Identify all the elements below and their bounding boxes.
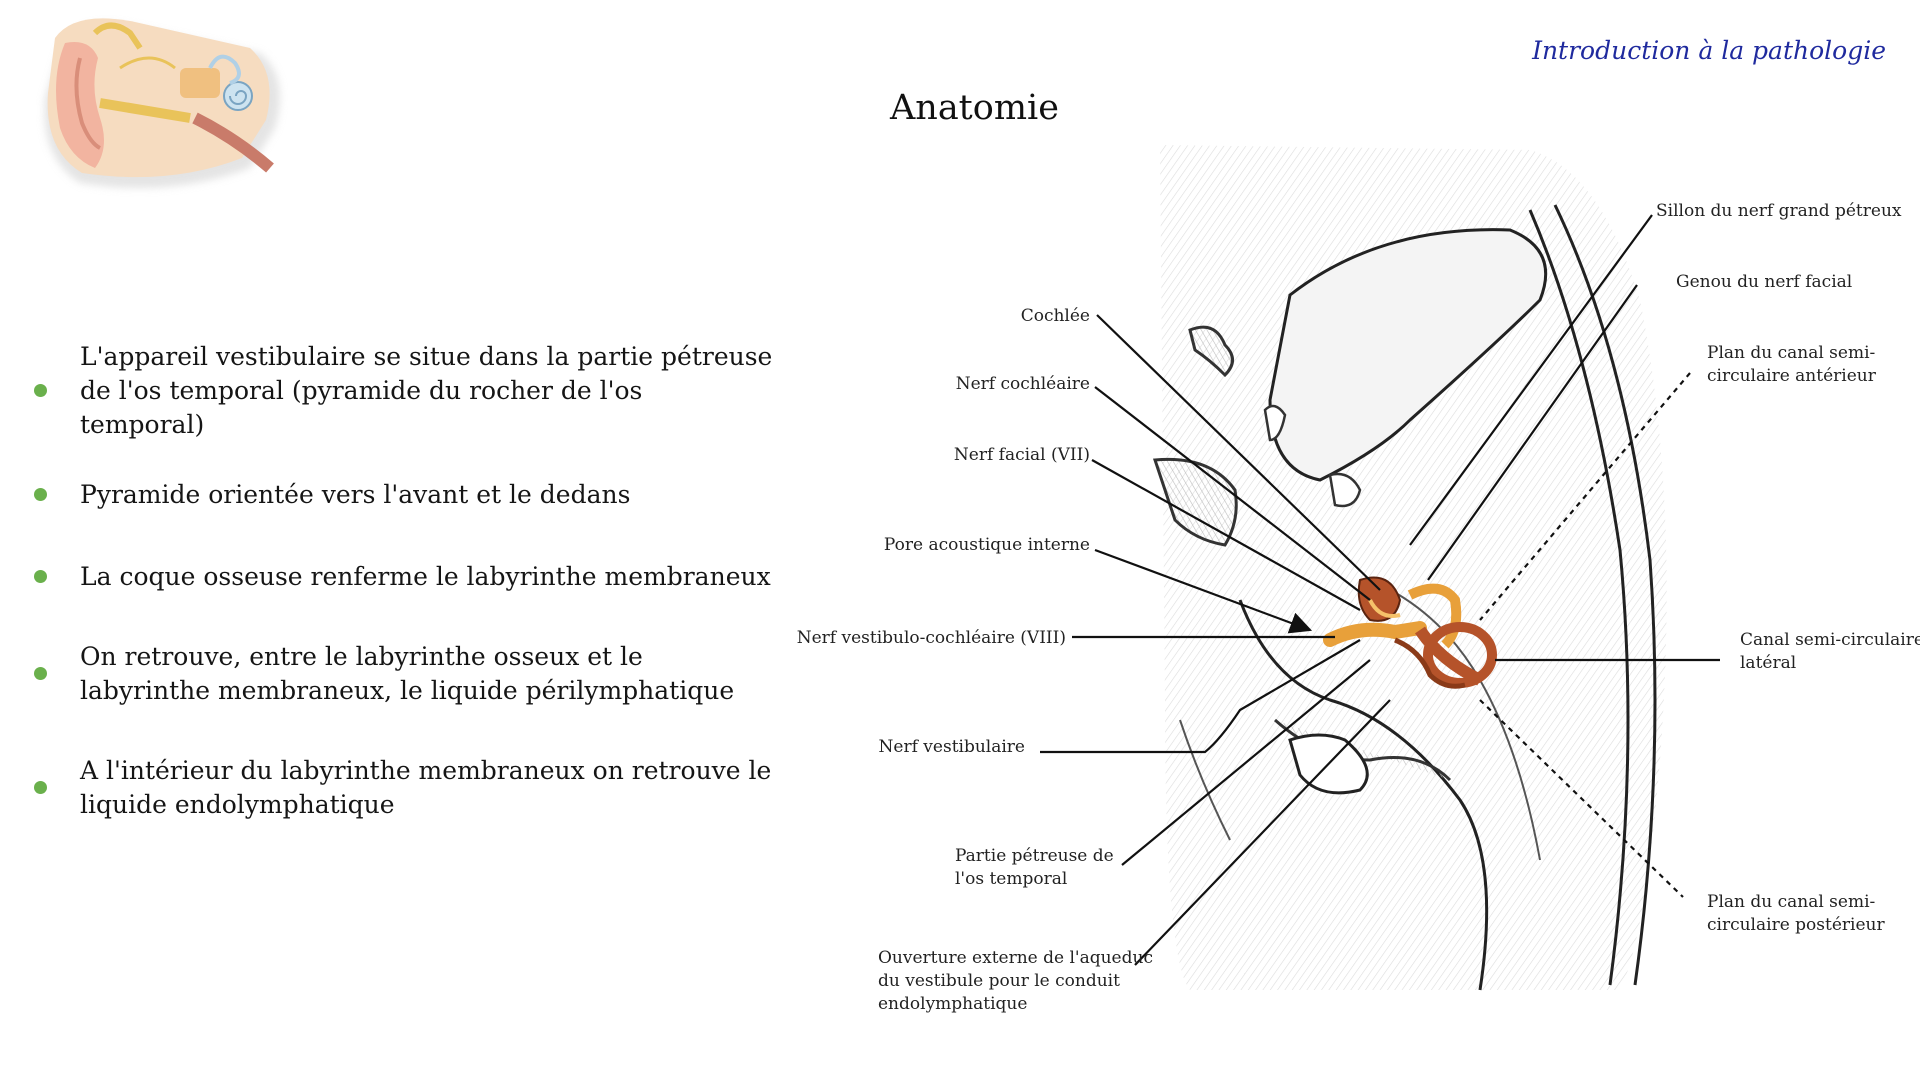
list-item: L'appareil vestibulaire se situe dans la… (34, 340, 774, 442)
label-canal-lateral: Canal semi-circulaire (1740, 630, 1920, 650)
label-sillon: Sillon du nerf grand pétreux (1656, 201, 1902, 221)
bone-sketch (1152, 145, 1667, 991)
label-plan-posterieur: circulaire postérieur (1707, 915, 1885, 935)
bullet-dot-icon (34, 781, 47, 794)
label-nerf-facial: Nerf facial (VII) (954, 445, 1090, 465)
leader-lines (1040, 214, 1720, 966)
label-partie-petreuse: l'os temporal (955, 869, 1067, 889)
labyrinth-illustration (1323, 576, 1497, 689)
label-nerf-vestibulaire: Nerf vestibulaire (879, 737, 1025, 757)
label-nerf-vestibulo-cochleaire: Nerf vestibulo-cochléaire (VIII) (797, 628, 1066, 648)
list-item: A l'intérieur du labyrinthe membraneux o… (34, 754, 774, 822)
label-cochlee: Cochlée (1021, 306, 1090, 326)
label-partie-petreuse: Partie pétreuse de (955, 846, 1114, 866)
ear-anatomy-icon (44, 18, 280, 188)
bullet-text: L'appareil vestibulaire se situe dans la… (80, 342, 773, 439)
label-nerf-cochleaire: Nerf cochléaire (956, 374, 1090, 394)
bullet-dot-icon (34, 384, 47, 397)
bullet-dot-icon (34, 488, 47, 501)
label-plan-anterieur: circulaire antérieur (1707, 366, 1877, 386)
bullet-dot-icon (34, 570, 47, 583)
list-item: Pyramide orientée vers l'avant et le ded… (34, 478, 774, 512)
label-pore-acoustique: Pore acoustique interne (884, 535, 1090, 555)
bullet-list: L'appareil vestibulaire se situe dans la… (34, 340, 774, 822)
label-canal-lateral: latéral (1740, 653, 1796, 673)
bullet-dot-icon (34, 667, 47, 680)
label-ouverture-aqueduc: endolymphatique (878, 994, 1027, 1014)
label-ouverture-aqueduc: du vestibule pour le conduit (878, 971, 1120, 991)
label-plan-posterieur: Plan du canal semi- (1707, 892, 1875, 912)
list-item: La coque osseuse renferme le labyrinthe … (34, 560, 774, 594)
bullet-text: Pyramide orientée vers l'avant et le ded… (80, 480, 631, 509)
label-ouverture-aqueduc: Ouverture externe de l'aqueduc (878, 948, 1153, 968)
bullet-text: On retrouve, entre le labyrinthe osseux … (80, 642, 735, 705)
label-genou: Genou du nerf facial (1676, 272, 1852, 292)
bullet-text: A l'intérieur du labyrinthe membraneux o… (80, 756, 772, 819)
page-title: Anatomie (890, 88, 1059, 128)
section-header: Introduction à la pathologie (1532, 36, 1886, 65)
label-plan-anterieur: Plan du canal semi- (1707, 343, 1875, 363)
list-item: On retrouve, entre le labyrinthe osseux … (34, 640, 774, 708)
bullet-text: La coque osseuse renferme le labyrinthe … (80, 562, 771, 591)
